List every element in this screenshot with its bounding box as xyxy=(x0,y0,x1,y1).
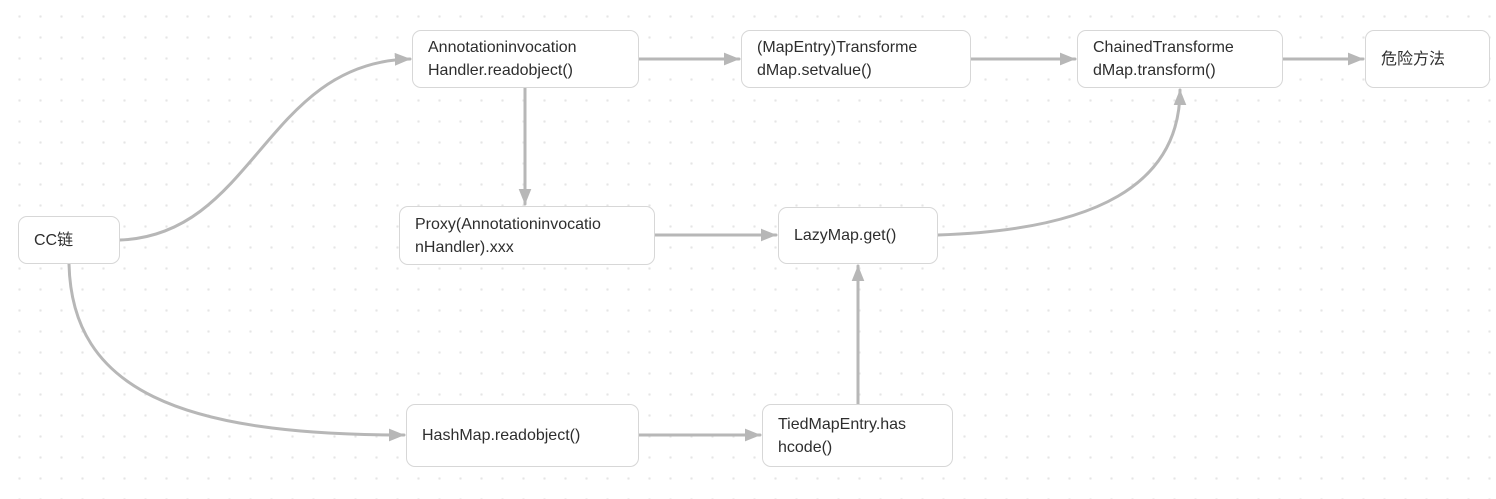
node-chained-transformer-label: ChainedTransforme dMap.transform() xyxy=(1093,39,1234,79)
node-transformed-map-label: (MapEntry)Transforme dMap.setvalue() xyxy=(757,39,918,79)
node-lazy-map-label: LazyMap.get() xyxy=(794,227,897,244)
edge-lazy-map-to-chained-transformer xyxy=(936,88,1187,237)
node-tied-map-entry-hashcode[interactable]: TiedMapEntry.has hcode() xyxy=(762,404,953,467)
node-lazy-map-get[interactable]: LazyMap.get() xyxy=(778,207,938,264)
node-cc-chain-label: CC链 xyxy=(34,231,74,249)
node-transformed-map-setvalue[interactable]: (MapEntry)Transforme dMap.setvalue() xyxy=(741,30,971,88)
node-cc-chain[interactable]: CC链 xyxy=(18,216,120,264)
node-annotation-handler-readobject[interactable]: Annotationinvocation Handler.readobject(… xyxy=(412,30,639,88)
node-tied-map-entry-label: TiedMapEntry.has hcode() xyxy=(778,415,907,456)
node-proxy-annotation-handler[interactable]: Proxy(Annotationinvocatio nHandler).xxx xyxy=(399,206,655,265)
node-chained-transformer-transform[interactable]: ChainedTransforme dMap.transform() xyxy=(1077,30,1283,88)
edge-cc-chain-to-hash-map xyxy=(67,262,406,442)
node-hash-map-label: HashMap.readobject() xyxy=(422,427,581,444)
node-proxy-label: Proxy(Annotationinvocatio nHandler).xxx xyxy=(415,215,601,256)
node-hash-map-readobject[interactable]: HashMap.readobject() xyxy=(406,404,639,467)
node-danger-method[interactable]: 危险方法 xyxy=(1365,30,1490,88)
node-danger-method-label: 危险方法 xyxy=(1381,50,1446,68)
edge-cc-chain-to-annotation-handler xyxy=(118,52,412,242)
node-annotation-handler-label: Annotationinvocation Handler.readobject(… xyxy=(428,39,577,79)
